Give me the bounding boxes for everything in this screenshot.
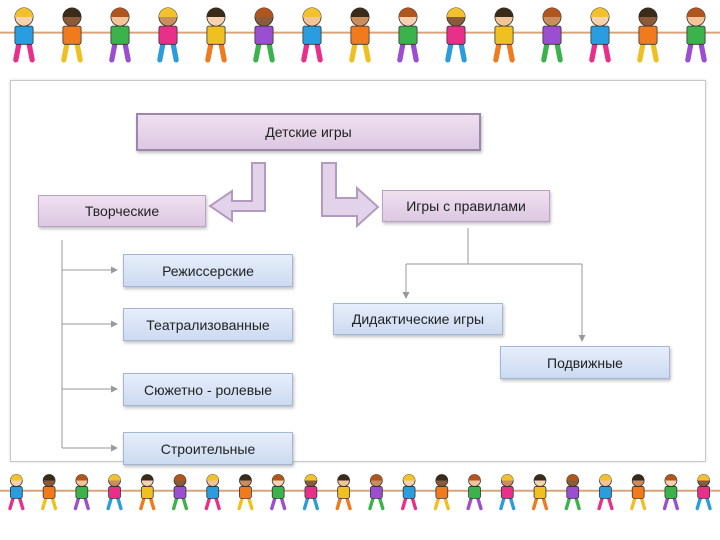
child-figure [253,7,275,63]
child-figure [466,474,483,511]
child-figure [695,474,712,511]
arrowhead-6 [578,335,586,342]
child-figure [139,474,156,511]
child-figure [630,474,647,511]
arrow-to-rules [321,162,380,229]
child-figure [205,7,227,63]
child-figure [349,7,371,63]
child-figure [302,474,320,511]
child-figure [662,474,680,511]
child-figure [433,474,450,511]
root-node: Детские игры [136,113,481,151]
arrowhead-4 [111,444,118,452]
child-figure [73,474,90,511]
node-creative-child: Театрализованные [123,308,293,341]
node-rules-child: Дидактические игры [333,303,503,335]
node-creative-child: Сюжетно - ролевые [123,373,293,406]
child-figure [368,474,385,511]
child-figure [8,474,25,511]
arrowhead-2 [111,320,118,328]
child-figure [61,7,83,63]
child-figure [13,7,35,63]
children-border-bottom [0,474,720,511]
node-creative-child: Режиссерские [123,254,293,287]
child-figure [335,474,352,511]
child-figure [493,7,515,63]
child-figure [204,474,221,511]
child-figure [597,474,614,511]
child-figure [564,474,581,511]
arrowhead-5 [402,292,410,299]
node-creative-child: Строительные [123,432,293,465]
child-figure [171,474,189,511]
child-figure [445,7,467,63]
child-figure [541,7,563,63]
node-rules-child: Подвижные [500,346,670,379]
child-figure [499,474,516,511]
children-border-top [0,7,720,63]
child-figure [531,474,549,511]
child-figure [237,474,254,511]
child-figure [106,474,123,511]
child-figure [301,7,323,63]
child-figure [637,7,659,63]
child-figure [400,474,418,511]
node-creative: Творческие [38,195,206,227]
content-frame [10,80,706,462]
child-figure [157,7,179,63]
arrow-to-creative [208,162,266,223]
child-figure [397,7,419,63]
child-figure [40,474,58,511]
node-rules: Игры с правилами [382,190,550,222]
child-figure [270,474,287,511]
child-figure [109,7,131,63]
child-figure [685,7,707,63]
arrowhead-1 [111,266,118,274]
child-figure [589,7,611,63]
arrowhead-3 [111,385,118,393]
